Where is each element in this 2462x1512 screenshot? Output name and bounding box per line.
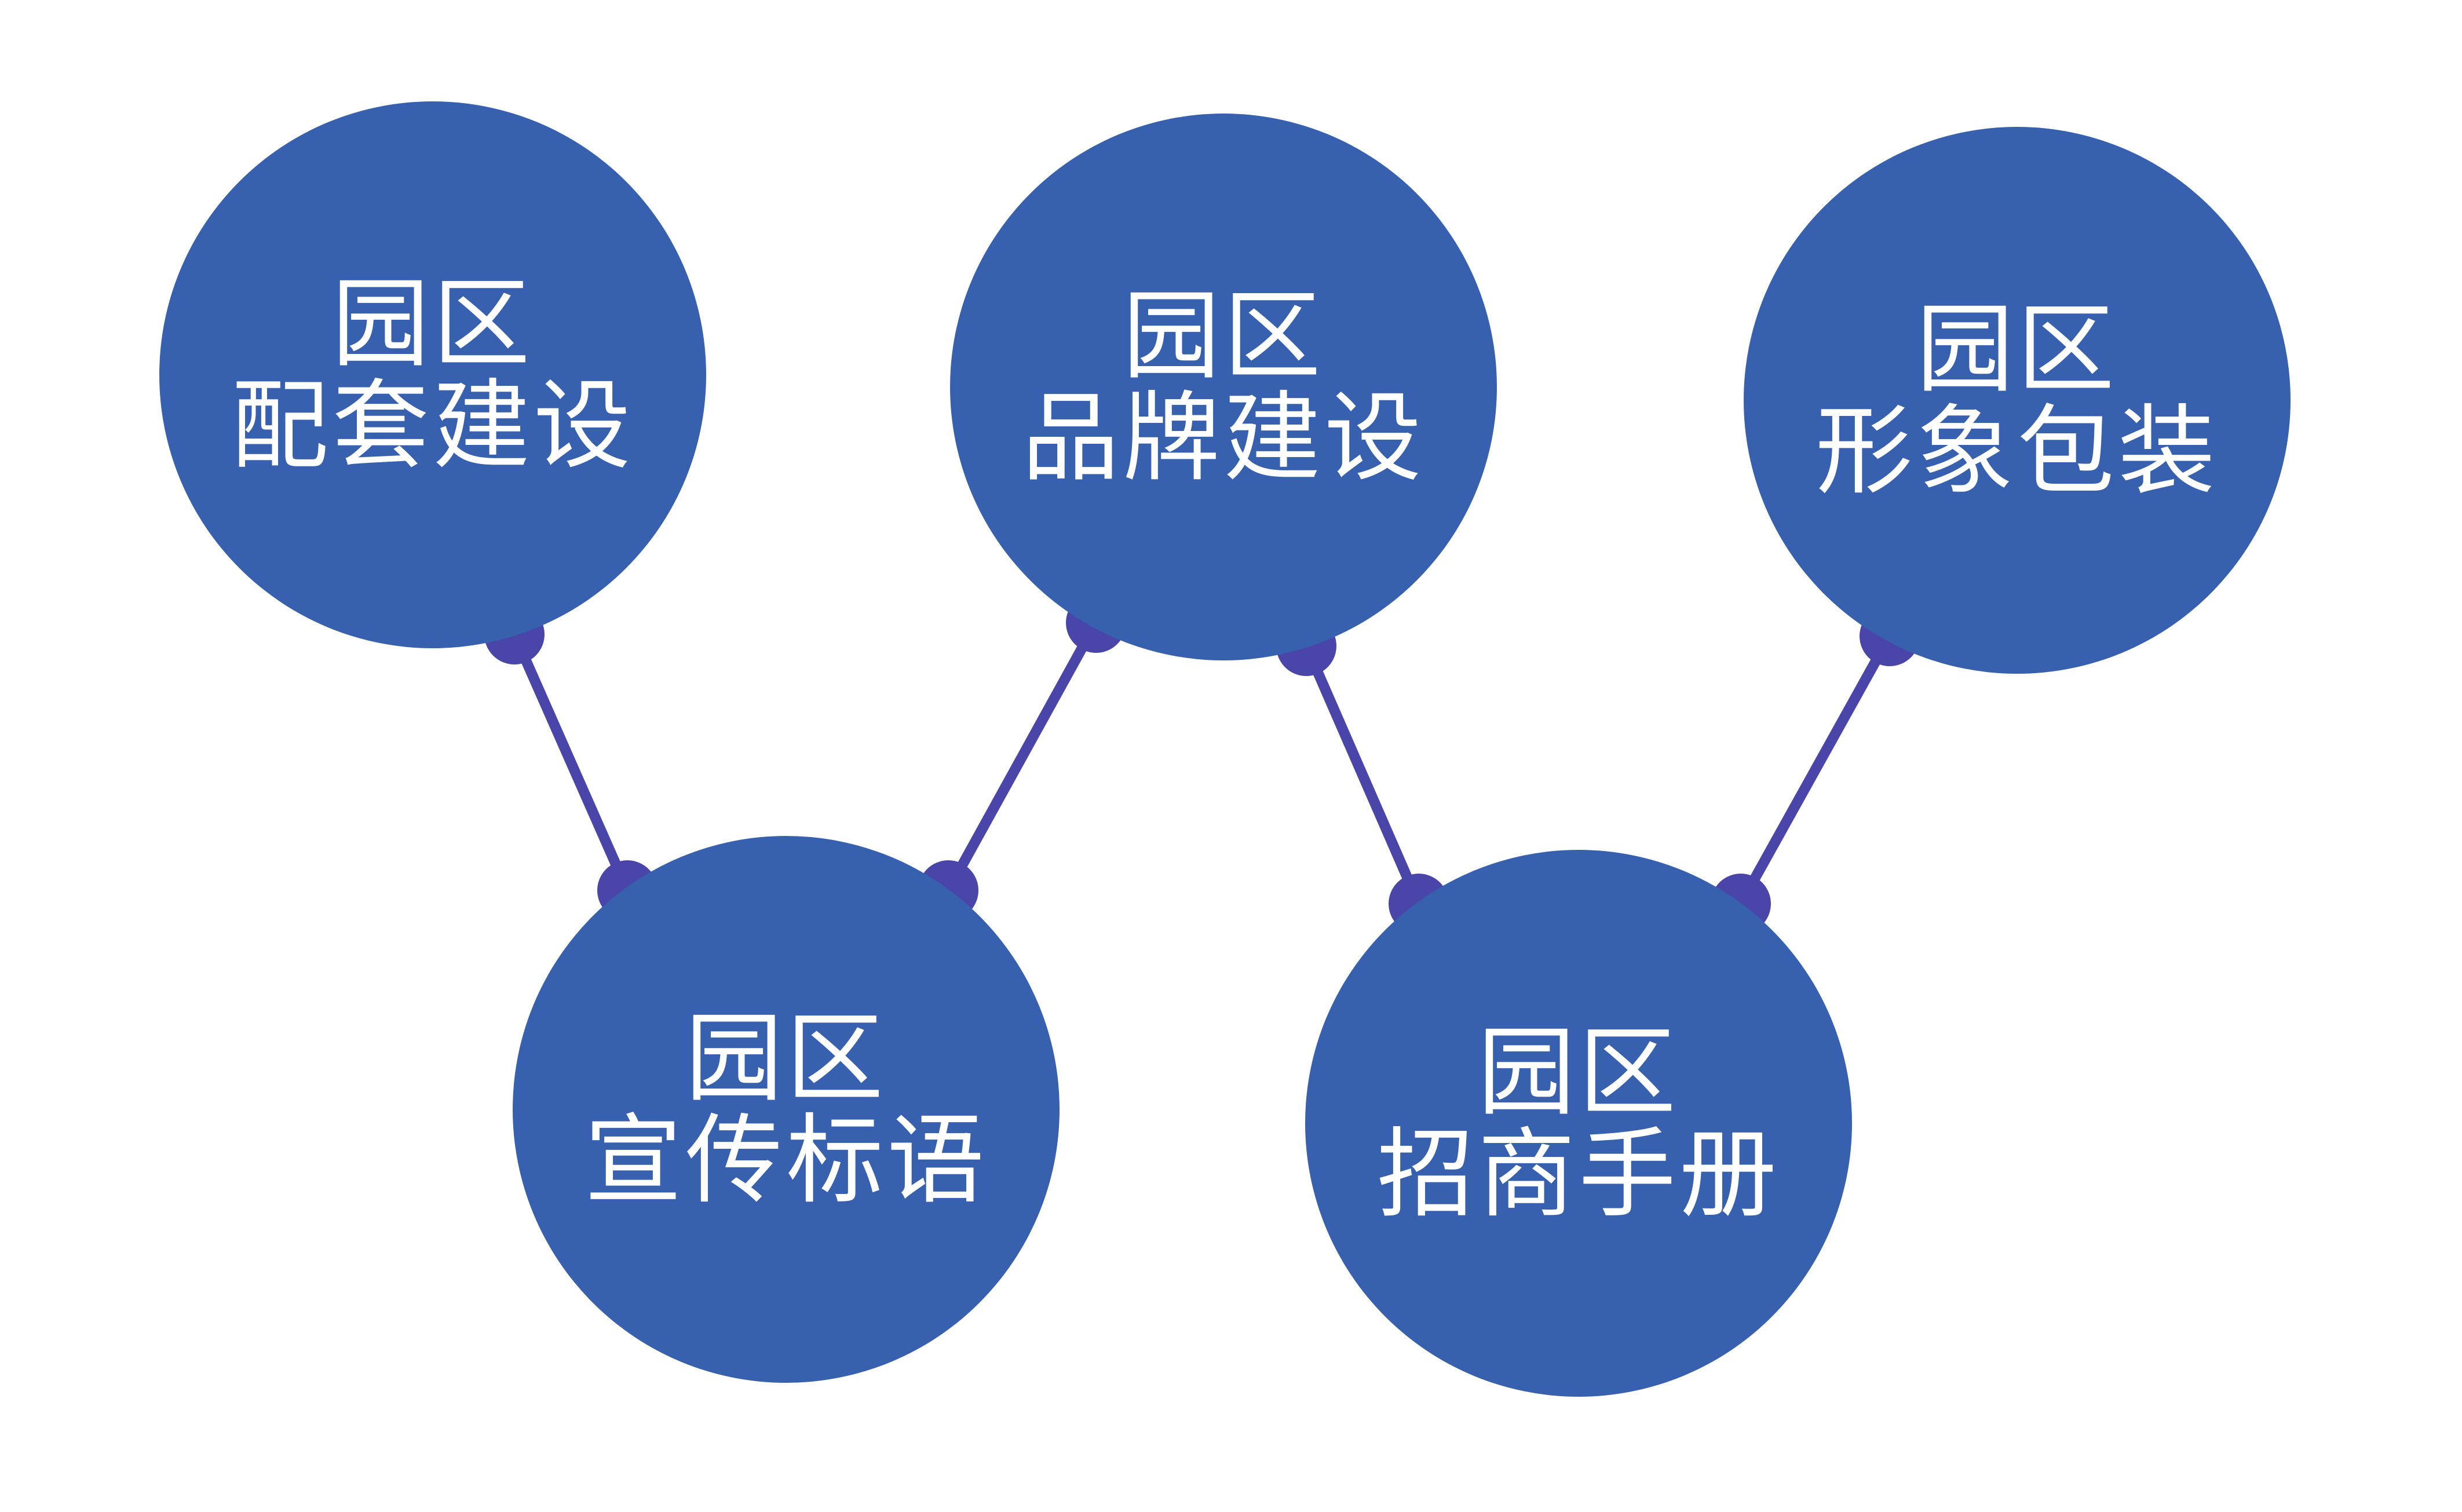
connector-line (1301, 641, 1424, 909)
node-subtitle: 招商手册 (1377, 1117, 1780, 1231)
node-subtitle: 宣传标语 (585, 1104, 988, 1217)
node-subtitle: 品牌建设 (1022, 381, 1425, 495)
node-park-image-packaging: 园区 形象包装 (1744, 127, 2291, 674)
connector-n1-n4 (484, 604, 657, 921)
node-subtitle: 配套建设 (231, 369, 634, 483)
node-title: 园区 (332, 267, 534, 381)
node-park-supporting-facilities: 园区 配套建设 (159, 101, 706, 648)
node-title: 园区 (1123, 279, 1324, 393)
node-title: 园区 (1916, 293, 2118, 406)
node-park-slogan: 园区 宣传标语 (513, 836, 1060, 1383)
node-title: 园区 (1478, 1016, 1679, 1129)
node-park-brand-building: 园区 品牌建设 (950, 114, 1497, 660)
node-park-investment-brochure: 园区 招商手册 (1305, 850, 1852, 1397)
connector-n2-n5 (1276, 616, 1449, 934)
connector-line (1736, 631, 1895, 909)
connector-n5-n3 (1711, 606, 1920, 934)
connector-n4-n2 (918, 593, 1126, 921)
node-subtitle: 形象包装 (1816, 395, 2219, 508)
connector-line (943, 618, 1101, 896)
connector-line (509, 629, 633, 896)
node-title: 园区 (685, 1002, 887, 1115)
